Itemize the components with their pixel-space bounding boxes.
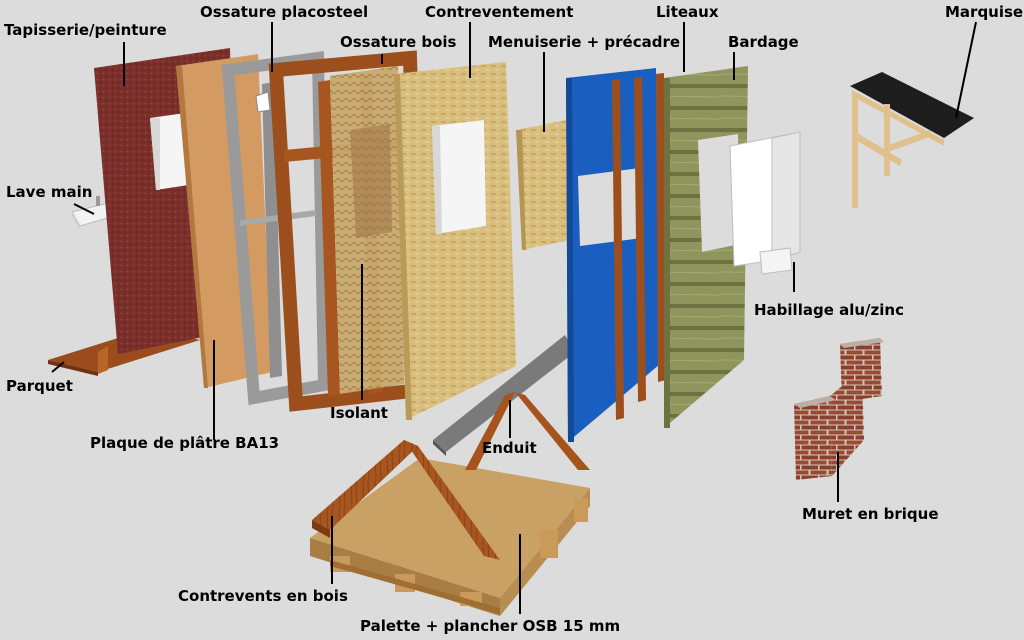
label-lave-main: Lave main [6, 183, 92, 201]
label-ossature-bois: Ossature bois [340, 33, 457, 51]
label-menuiserie: Menuiserie + précadre [488, 33, 680, 51]
cladding-layer [664, 66, 748, 428]
label-enduit: Enduit [482, 439, 537, 457]
battens [612, 73, 666, 420]
canopy [850, 72, 974, 208]
label-tapisserie: Tapisserie/peinture [4, 21, 167, 39]
pallet-block [574, 498, 588, 522]
pallet-osb-floor [310, 458, 590, 616]
label-isolant: Isolant [330, 404, 388, 422]
label-marquise: Marquise [945, 3, 1023, 21]
render-strip [433, 335, 590, 470]
wooden-bracing-frame [312, 440, 500, 560]
label-parquet: Parquet [6, 377, 73, 395]
aluminium-trim [729, 131, 801, 275]
label-bardage: Bardage [728, 33, 799, 51]
pallet-block [540, 530, 558, 558]
osb-bracing-panel [394, 62, 516, 420]
leader-lines [51, 21, 977, 614]
label-contreventement: Contreventement [425, 3, 573, 21]
label-palette: Palette + plancher OSB 15 mm [360, 617, 620, 635]
label-placosteel: Ossature placosteel [200, 3, 368, 21]
insulation-layer [330, 66, 404, 394]
label-muret: Muret en brique [802, 505, 939, 523]
window-frame-block [516, 120, 570, 250]
label-habillage: Habillage alu/zinc [754, 301, 904, 319]
labels: Tapisserie/peinture Ossature placosteel … [4, 3, 1023, 635]
label-contrevents: Contrevents en bois [178, 587, 348, 605]
label-plaque: Plaque de plâtre BA13 [90, 434, 279, 452]
brick-low-wall [794, 338, 884, 480]
label-liteaux: Liteaux [656, 3, 719, 21]
